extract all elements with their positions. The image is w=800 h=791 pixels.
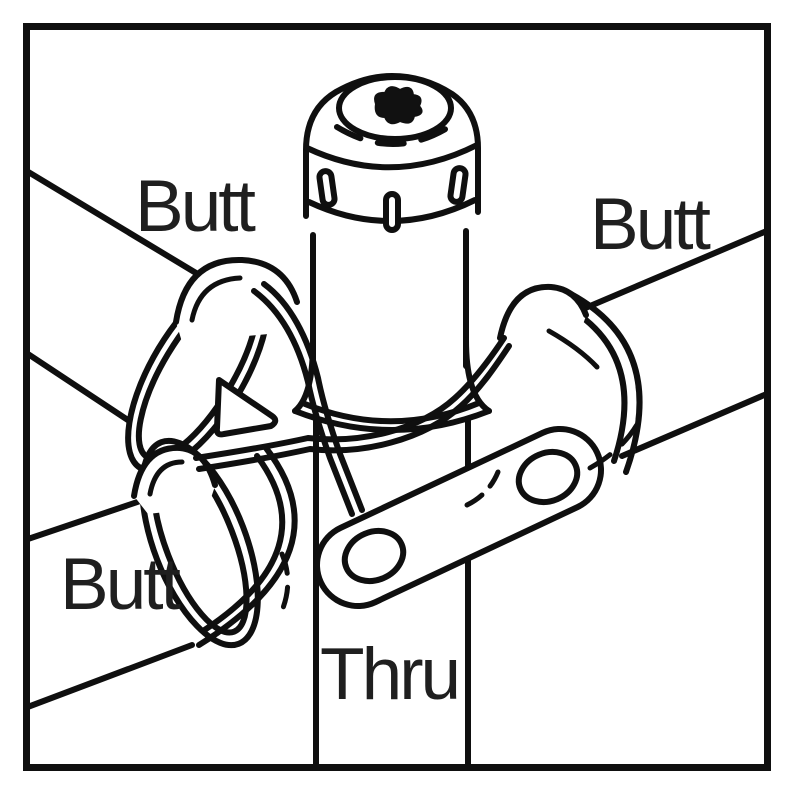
- cap-slot: [383, 191, 401, 233]
- bolt-hole-right: [515, 448, 581, 506]
- pipe-upper-right: [497, 224, 764, 475]
- saddle-upper-left: [173, 256, 300, 325]
- cap-slot: [447, 165, 469, 205]
- sprinkler-body: [292, 73, 492, 433]
- pipe-lower-left: [30, 437, 298, 711]
- bolt-hole-left: [341, 527, 407, 585]
- label-butt-top-right: Butt: [590, 184, 711, 265]
- pipe-upper-left: [30, 162, 300, 474]
- figure-border: [23, 23, 771, 771]
- nozzle-hole: [374, 86, 423, 125]
- labels: Butt Butt Butt Thru: [60, 166, 714, 715]
- clamp-bar: [314, 414, 644, 609]
- bell-ring-right: [568, 291, 643, 475]
- label-butt-bottom-left: Butt: [60, 544, 181, 625]
- pipe-end-rim: [196, 445, 298, 648]
- arrow-mark: [213, 377, 279, 438]
- label-thru: Thru: [320, 634, 458, 715]
- cap-slot: [316, 168, 338, 208]
- saddle-straps: [193, 281, 512, 517]
- saddle-upper-right: [497, 283, 589, 341]
- label-butt-top-left: Butt: [135, 166, 256, 247]
